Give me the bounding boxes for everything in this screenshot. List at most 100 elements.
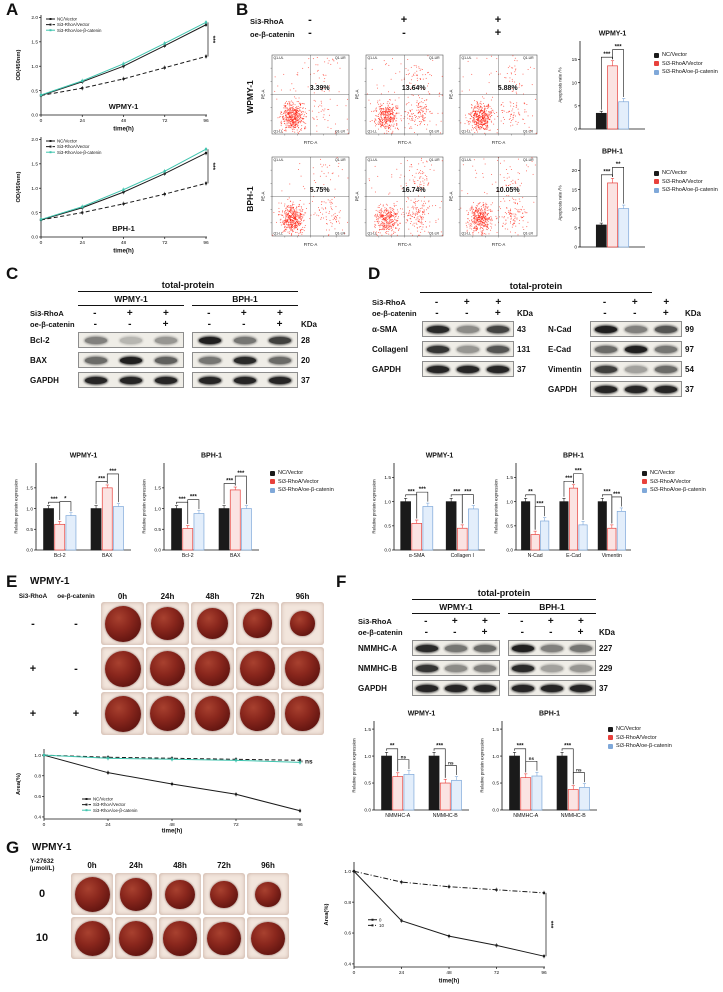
blot-band [655,385,677,393]
svg-text:Relative protein expression: Relative protein expression [372,479,377,534]
sign: + [451,616,458,627]
svg-text:NMMHC-B: NMMHC-B [433,813,459,819]
svg-text:α-SMA: α-SMA [409,553,426,559]
svg-text:5.75%: 5.75% [310,187,331,194]
gel-photo [236,647,279,690]
legend-label: Si3-RhoA/oe-β-catenin [662,187,718,193]
svg-text:0: 0 [379,917,382,922]
collagen-gel-disc [150,606,185,641]
svg-text:Q1-UL: Q1-UL [368,56,378,60]
sign: + [495,297,502,308]
legend-marker [654,187,659,193]
blot-band [427,345,449,353]
svg-text:48: 48 [169,822,175,828]
blot-lane-box [412,660,500,676]
blot-lane-box [422,341,514,357]
sign: + [463,297,470,308]
blot-lane-box [590,341,682,357]
blot-row: total-protein [30,280,324,294]
svg-text:Si3-RhoA/oe-β-catenin: Si3-RhoA/oe-β-catenin [93,808,138,813]
sign: + [494,308,501,319]
sign: + [663,297,670,308]
svg-text:FITC-A: FITC-A [398,140,412,145]
row-condition-label: + [72,707,80,720]
legend-marker [642,487,647,493]
svg-text:Area(%): Area(%) [324,903,330,925]
kda-value: 131 [517,344,531,354]
row-condition-label: 10 [35,932,49,945]
kda-header: KDa [517,309,534,318]
svg-text:***: *** [453,490,461,496]
svg-text:1.0: 1.0 [154,506,161,512]
kda-value: 28 [301,335,310,345]
collagen-gel-disc [197,608,228,639]
blot-title: total-protein [78,280,298,292]
svg-text:***: *** [98,476,106,482]
legend-label: NC/Vector [278,470,304,476]
svg-text:time(h): time(h) [162,828,183,835]
legend-marker [270,479,275,484]
sign: - [603,308,607,319]
svg-text:NMMHC-B: NMMHC-B [561,813,587,819]
gel-photo [115,917,157,960]
kda-value: 20 [301,355,310,365]
collagen-gel-disc [74,920,110,956]
treatment-header: oe-β-catenin [57,592,95,600]
blot-lane-box [192,372,298,388]
collagen-gel-disc [165,879,195,910]
sign: - [520,616,524,627]
time-label: 48h [173,860,187,870]
svg-text:Si3-RhoA/Vector: Si3-RhoA/Vector [57,144,90,149]
blot-row: --+KDa [548,308,702,319]
svg-text:PE-A: PE-A [449,89,454,99]
svg-text:***: *** [615,45,623,51]
svg-text:24: 24 [105,822,111,828]
blot-band [540,684,563,692]
blot-row: Si3-RhoA-++-++ [30,308,324,319]
kda-value: 227 [599,643,613,653]
gel-photo [115,873,157,916]
sign-cell: - [402,27,406,39]
svg-text:Q1-LL: Q1-LL [274,130,284,134]
svg-text:***: *** [613,492,621,498]
blot-lane-box [590,381,682,397]
svg-text:***: *** [408,490,416,496]
collagen-gel-disc [195,696,230,731]
svg-text:***: *** [565,476,573,482]
legend-item: Si3-RhoA/Vector [642,479,706,485]
svg-text:time(h): time(h) [439,978,460,985]
blot-band [595,385,617,393]
svg-text:48: 48 [121,240,127,246]
svg-text:Relative protein expression: Relative protein expression [142,479,147,534]
svg-text:0.5: 0.5 [31,210,38,216]
legend-label: Si3-RhoA/oe-β-catenin [278,487,334,493]
svg-text:OD(450nm): OD(450nm) [16,49,22,80]
svg-text:2.0: 2.0 [31,15,38,21]
sign-row-label: Si3-RhoA [372,298,406,307]
spacer [358,595,412,596]
svg-text:***: *** [464,489,472,495]
panel-e-letter: E [6,572,18,591]
svg-text:Q1-UL: Q1-UL [462,158,472,162]
svg-text:Relative protein expression: Relative protein expression [352,738,357,793]
sign-cells: -++ [412,616,500,627]
kda-value: 37 [517,364,526,374]
svg-text:96: 96 [203,118,209,124]
panel-c-letter: C [6,264,19,283]
svg-text:BPH-1: BPH-1 [201,453,222,460]
legend-label: Si3-RhoA/Vector [650,478,691,485]
collagen-gel-disc [104,605,141,642]
collagen-gel-disc [104,695,141,732]
svg-text:***: *** [226,478,234,484]
